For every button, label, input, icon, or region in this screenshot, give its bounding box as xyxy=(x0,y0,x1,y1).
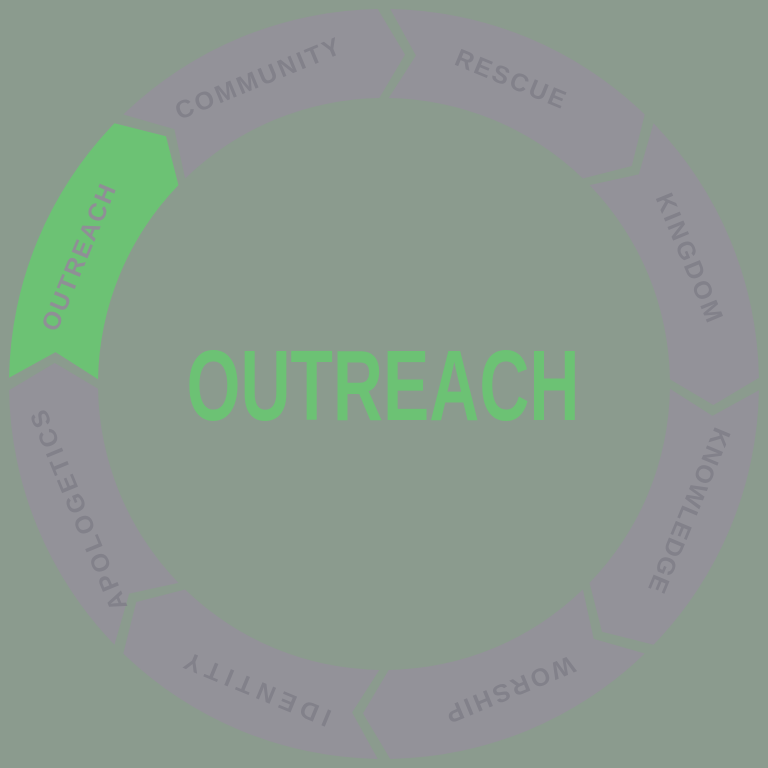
wheel-segments: RESCUEKINGDOMKNOWLEDGEWORSHIPIDENTITYAPO… xyxy=(9,9,759,759)
segment-apologetics[interactable] xyxy=(9,362,179,645)
segment-worship[interactable] xyxy=(362,589,645,759)
segment-outreach[interactable] xyxy=(9,123,179,380)
segment-rescue[interactable] xyxy=(388,9,645,179)
segment-knowledge[interactable] xyxy=(589,388,759,645)
segment-kingdom[interactable] xyxy=(589,123,759,406)
segment-community[interactable] xyxy=(123,9,406,179)
segment-identity[interactable] xyxy=(123,589,380,759)
center-active-step-label: OUTREACH xyxy=(187,330,580,442)
